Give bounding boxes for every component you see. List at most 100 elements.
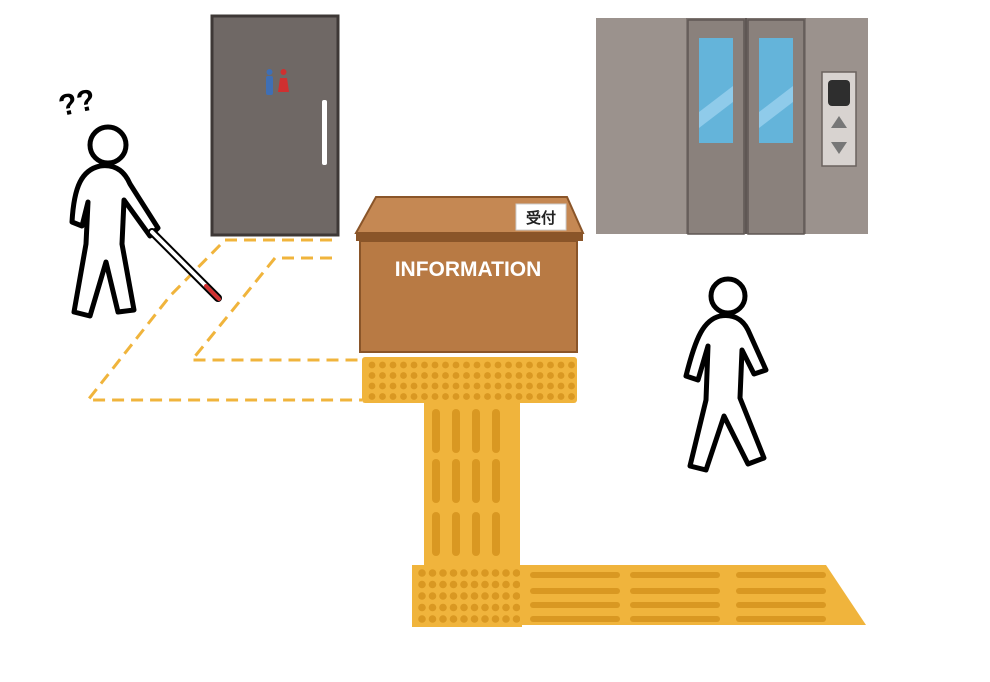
white-cane-icon [148,228,222,302]
tactile-dot [491,569,500,577]
tactile-dot [368,393,376,400]
tactile-dot [428,580,437,589]
tactile-dot [463,382,470,390]
tactile-dot [512,580,521,589]
tactile-dot [484,382,491,390]
tactile-dot [515,393,523,400]
tactile-dot [400,393,407,400]
tactile-dot [568,382,575,390]
tactile-dot [452,382,460,390]
tactile-dot [557,382,565,390]
tactile-dot [505,393,512,400]
svg-text:受付: 受付 [526,209,556,227]
tactile-dot [410,393,418,400]
warning-block-desk [362,357,577,403]
tactile-dot [470,615,479,623]
tactile-dot [421,393,428,400]
tactile-dot [526,382,533,390]
tactile-bar [432,512,440,556]
information-sign: INFORMATION [395,258,542,281]
dashed-guide-path [84,238,362,402]
tactile-dot [494,361,502,369]
guide-bars-horizontal [530,572,826,622]
tactile-dot [368,382,376,390]
tactile-bar [530,602,620,608]
tactile-dot [449,615,458,623]
tactile-dot [536,382,544,390]
tactile-dot [452,361,460,369]
tactile-dot [379,372,386,379]
tactile-dot [491,592,500,600]
tactile-dot [410,361,418,369]
tactile-dot [418,603,426,612]
tactile-dot [526,393,533,400]
tactile-dot [568,372,575,379]
tactile-dot [460,603,468,612]
tactile-bar [472,512,480,556]
tactile-bar [452,512,460,556]
tactile-dot [442,361,449,369]
tactile-bar [452,409,460,453]
tactile-dot [449,592,458,600]
tactile-dot [502,569,510,577]
tactile-dot [494,382,502,390]
tactile-dot [389,382,397,390]
warning-dots-desk [368,361,575,400]
tactile-dot [410,382,418,390]
tactile-bar [630,602,720,608]
tactile-dot [547,382,554,390]
tactile-dot [449,569,458,577]
tactile-bar [530,572,620,578]
tactile-dot [389,393,397,400]
tactile-dot [502,615,510,623]
tactile-dot [389,361,397,369]
tactile-dot [389,372,397,379]
elevator-call-button-icon [821,71,857,167]
tactile-dot [442,372,449,379]
tactile-dot [449,580,458,589]
tactile-dot [505,372,512,379]
tactile-dot [491,615,500,623]
tactile-dot [431,393,439,400]
tactile-dot [512,569,521,577]
tactile-dot [379,393,386,400]
tactile-dot [463,372,470,379]
tactile-dot [428,592,437,600]
tactile-dot [515,372,523,379]
tactile-dot [439,592,447,600]
tactile-dot [547,372,554,379]
tactile-dot [368,372,376,379]
tactile-dot [400,382,407,390]
tactile-dot [439,580,447,589]
tactile-dot [526,361,533,369]
tactile-dot [460,580,468,589]
tactile-dot [505,361,512,369]
tactile-dot [431,372,439,379]
tactile-dot [452,393,460,400]
tactile-dot [494,393,502,400]
tactile-dot [481,615,489,623]
tactile-dot [368,361,376,369]
tactile-dot [505,382,512,390]
tactile-dot [484,361,491,369]
tactile-dot [428,569,437,577]
tactile-dot [557,393,565,400]
warning-dots-corner [418,569,521,623]
restroom-door [210,14,340,237]
tactile-dot [473,382,481,390]
tactile-dot [473,372,481,379]
tactile-bar [472,409,480,453]
confusion-marks: ?? [56,83,99,123]
tactile-bar [630,616,720,622]
elevator [596,18,868,235]
tactile-dot [421,361,428,369]
tactile-dot [418,569,426,577]
tactile-dot [439,615,447,623]
tactile-dot [526,372,533,379]
walking-person [683,276,769,473]
tactile-dot [418,580,426,589]
tactile-dot [428,615,437,623]
restroom-sign-icon [266,69,289,95]
tactile-bar [432,459,440,503]
